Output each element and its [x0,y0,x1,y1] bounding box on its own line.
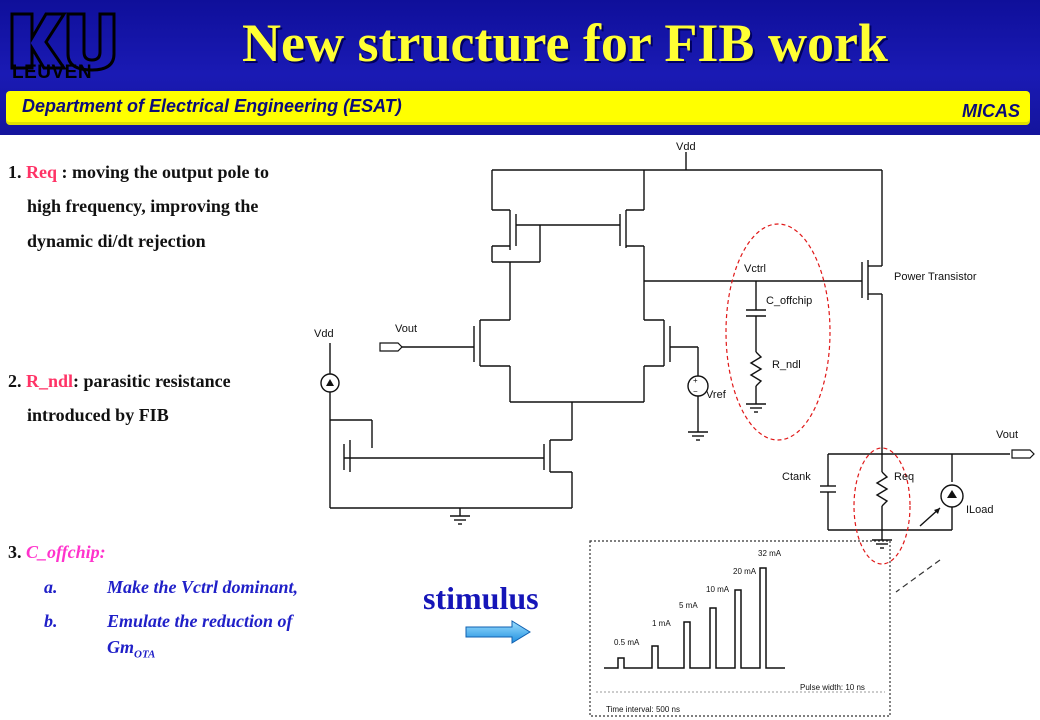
stimulus-label: stimulus [423,580,539,616]
svg-text:−: − [693,387,698,396]
department-label: Department of Electrical Engineering (ES… [22,96,402,116]
req-label: Req [894,471,914,483]
pulse-label-2: 5 mA [679,601,698,610]
note-1-text: : moving the output pole to [57,162,270,182]
note-1-number: 1. [8,162,22,182]
pulse-label-0: 0.5 mA [614,638,640,647]
vctrl-label: Vctrl [744,263,766,275]
note-3a-marker: a. [44,577,58,597]
note-2-line-2: introduced by FIB [27,405,169,425]
note-3b-text: Emulate the reduction of [107,611,293,631]
note-3b-text-cont: GmOTA [107,631,155,672]
note-1-line-1: 1. Req : moving the output pole to [8,156,269,189]
group-label: MICAS [962,101,1020,121]
note-3-key: C_offchip: [26,542,106,562]
logo-text: LEUVEN [12,62,93,83]
note-2-text: : parasitic resistance [73,371,231,391]
ota-subscript: OTA [134,648,156,661]
note-3-line-1: 3. C_offchip: [8,536,106,569]
note-3a-text: Make the Vctrl dominant, [107,577,299,597]
note-2-key: R_ndl [26,371,74,391]
vdd-top-label: Vdd [676,141,696,153]
gm-text: Gm [107,637,134,657]
note-1-key: Req [26,162,57,182]
pulse-label-1: 1 mA [652,619,671,628]
note-1-line-3: dynamic di/dt rejection [27,231,206,251]
power-transistor-label: Power Transistor [894,271,977,283]
vout-right-label: Vout [996,429,1018,441]
r-ndl-label: R_ndl [772,359,801,371]
vout-left-label: Vout [395,323,417,335]
pulse-label-3: 10 mA [706,585,730,594]
note-2-number: 2. [8,371,22,391]
vref-label: Vref [706,389,727,401]
note-3-number: 3. [8,542,22,562]
slide-title: New structure for FIB work [242,13,888,73]
pulse-label-4: 20 mA [733,567,757,576]
pulse-label-5: 32 mA [758,549,782,558]
c-offchip-label: C_offchip [766,295,812,307]
department-bar [6,91,1030,125]
note-1-line-2: high frequency, improving the [27,196,259,216]
pulse-width-label: Pulse width: 10 ns [800,683,865,692]
pulse-waveform [604,567,785,669]
iload-label: ILoad [966,504,994,516]
svg-text:+: + [693,376,698,385]
ku-leuven-logo [10,12,116,72]
stimulus-arrow-icon [465,620,531,644]
ctank-label: Ctank [782,471,811,483]
vdd-left-label: Vdd [314,328,334,340]
note-3b-marker: b. [44,611,58,631]
stimulus-box [589,540,891,717]
time-interval-label: Time interval: 500 ns [606,705,680,714]
note-2-line-1: 2. R_ndl: parasitic resistance [8,365,231,398]
